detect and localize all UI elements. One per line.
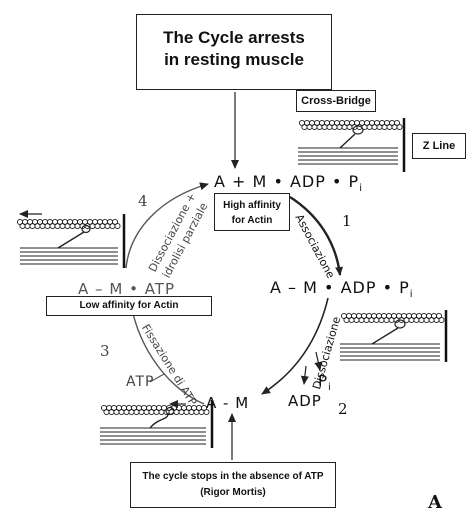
arc-dissociation-hydrolysis [125, 182, 209, 269]
state-top-adp: ADP [289, 172, 326, 191]
state-top-p: P [348, 172, 360, 191]
bullet: • [273, 172, 284, 191]
sarcomere-panel-mid-right [340, 310, 448, 362]
rigor-line-2: (Rigor Mortis) [200, 487, 266, 498]
panel-letter: A [427, 492, 443, 513]
state-left-a: A [78, 280, 90, 298]
atp-input: ATP [126, 374, 155, 390]
cross-bridge-label: Cross-Bridge [296, 90, 376, 112]
arc-dissociation [261, 297, 329, 395]
actin-filament [340, 312, 445, 324]
state-bottom: A - M [206, 394, 249, 412]
state-top-p-sub: i [359, 183, 363, 195]
state-right-dash: – [288, 278, 298, 297]
state-right-a: A [270, 278, 282, 297]
product-pi: Pi [318, 372, 332, 393]
step-number-4: 4 [138, 192, 148, 210]
sarcomere-panel-top-right [298, 118, 406, 172]
low-affinity-box: Low affinity for Actin [46, 296, 212, 316]
state-top-plus: + [232, 172, 247, 191]
bullet: • [382, 278, 394, 297]
bullet: • [324, 278, 335, 297]
rigor-mortis-box: The cycle stops in the absence of ATP (R… [130, 462, 336, 508]
bullet: • [129, 280, 139, 298]
state-right-p: P [399, 278, 410, 297]
sarcomere-panel-top-left [16, 210, 126, 268]
title-line-2: in resting muscle [164, 50, 304, 69]
actin-filament [16, 218, 121, 230]
high-affinity-line-2: for Actin [231, 215, 273, 226]
arc-association [289, 195, 344, 276]
state-top-m: M [252, 172, 268, 191]
arrow-pi-release [314, 351, 323, 371]
high-affinity-line-1: High affinity [223, 200, 281, 211]
title-line-1: The Cycle arrests [163, 28, 305, 47]
myosin-filament [100, 427, 206, 445]
state-bottom-dash: - [223, 394, 230, 412]
rigor-line-1: The cycle stops in the absence of ATP [142, 471, 324, 482]
state-top-a: A [214, 172, 226, 191]
actin-filament [298, 119, 403, 131]
high-affinity-box: High affinity for Actin [214, 193, 290, 231]
bullet: • [332, 172, 343, 191]
myosin-head [149, 406, 175, 429]
state-left-m: M [109, 280, 124, 298]
product-pi-sub: i [328, 382, 332, 393]
actin-filament [100, 404, 210, 416]
sarcomere-panel-bottom-left [100, 400, 214, 448]
step-number-2: 2 [338, 400, 348, 418]
arrow-atp-entry [149, 373, 165, 383]
myosin-head [57, 224, 91, 249]
state-right: A – M • ADP • Pi [270, 278, 414, 300]
arrow-adp-release [300, 365, 309, 385]
myosin-filament [298, 147, 398, 165]
step-number-3: 3 [100, 342, 110, 360]
myosin-filament [20, 247, 118, 265]
state-left-atp: ATP [144, 280, 176, 298]
actin-bead [438, 316, 445, 324]
actin-bead [114, 222, 121, 230]
step-number-1: 1 [342, 212, 352, 230]
state-bottom-a: A [206, 394, 218, 412]
state-right-p-sub: i [409, 289, 414, 301]
z-line-label: Z Line [412, 133, 466, 159]
arc-atp-binding [128, 304, 205, 405]
title-box: The Cycle arrests in resting muscle [136, 14, 332, 90]
actin-bead [396, 123, 403, 131]
state-bottom-m: M [235, 394, 250, 412]
myosin-head [339, 125, 364, 149]
actin-bead [203, 408, 210, 416]
state-top: A + M • ADP • Pi [214, 172, 363, 194]
state-right-m: M [303, 278, 318, 297]
product-pi-p: P [318, 372, 329, 390]
state-right-adp: ADP [340, 278, 377, 297]
state-left: A – M • ATP [78, 280, 175, 298]
myosin-head [371, 319, 406, 345]
state-left-dash: – [95, 280, 104, 298]
myosin-filament [340, 343, 440, 361]
product-adp: ADP [288, 392, 322, 410]
